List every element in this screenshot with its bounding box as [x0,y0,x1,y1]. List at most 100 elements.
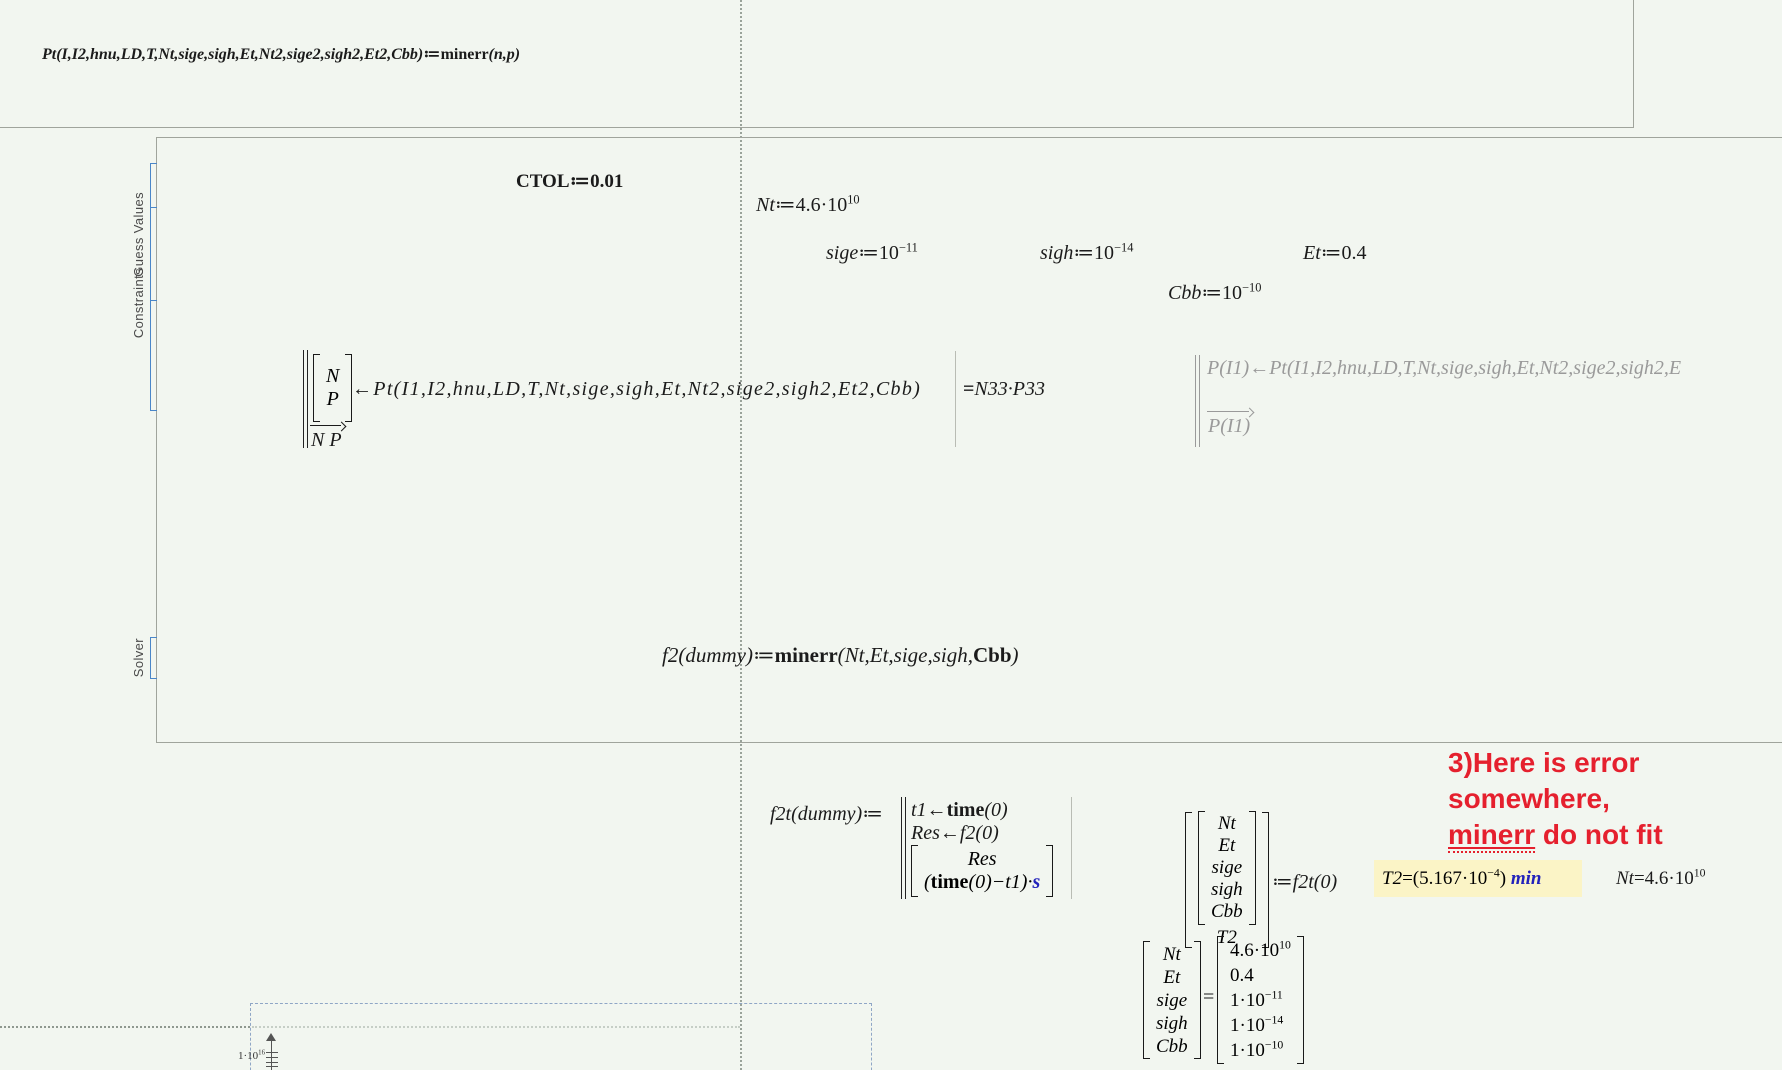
plot-y-axis[interactable] [271,1037,272,1070]
guess-sigh[interactable]: sigh≔10−14 [1040,240,1133,265]
disabled-expression-line1[interactable]: P(I1)←Pt(I1,I2,hnu,LD,T,Nt,sige,sigh,Et,… [1207,357,1681,380]
minerr-underlined: minerr [1448,819,1536,853]
expr: t1← [911,799,947,821]
var-name: Cbb [1168,282,1202,304]
bracket-left [1185,812,1192,948]
t2-result-highlighted[interactable]: T2=(5.167·10−4) min [1374,860,1582,897]
value: =4.6·10 [1633,868,1694,889]
vectorize-expr: N P [311,429,342,451]
error-annotation[interactable]: 3)Here is error somewhere, minerr do not… [1448,745,1663,853]
vector-row: Res [967,848,997,870]
minutes-unit: min [1510,867,1542,889]
np-vector[interactable]: N P [313,354,353,422]
constraint-expression: ←Pt(I1,I2,hnu,LD,T,Nt,sige,sigh,Et,Nt2,s… [352,378,922,400]
section-label-constraints: Constraints [131,268,146,339]
solver-minerr-expression[interactable]: f2(dummy)≔minerr(Nt,Et,sige,sigh,Cbb) [662,643,1019,668]
nt-result[interactable]: Nt=4.6·1010 [1616,867,1706,890]
result-vector-lhs[interactable]: Nt Et sige sigh Cbb [1143,941,1201,1059]
region-separator-line [1071,797,1072,899]
disabled-text: P(I1)←Pt(I1,I2,hnu,LD,T,Nt,sige,sigh,Et,… [1207,357,1682,379]
disabled-expression-line2[interactable]: P(I1) [1207,410,1253,438]
exponent: −4 [1487,866,1500,880]
bracket-tick [150,637,157,638]
vectorize-np[interactable]: N P [310,424,345,452]
guess-nt[interactable]: Nt≔4.6·1010 [756,192,860,217]
annotation-line: somewhere, [1448,783,1610,814]
mantissa: 1·10 [1230,1039,1265,1061]
value-row: 4.6·1010 [1230,938,1291,963]
page-break-horizontal-line-light [252,1026,740,1028]
var-name: T2 [1382,867,1403,889]
result-vector-values[interactable]: 4.6·1010 0.4 1·10−11 1·10−14 1·10−10 [1217,936,1304,1064]
bracket-right [1046,845,1054,897]
constraint-result[interactable]: =N33·P33 [963,378,1045,401]
vectorize-arrow: N P [310,424,345,452]
mantissa: 4.6·10 [1230,939,1280,961]
result-expression: N33·P33 [974,378,1045,400]
guess-et[interactable]: Et≔0.4 [1303,240,1366,265]
f2t-assign-rhs[interactable]: ≔f2t(0) [1272,869,1337,894]
f2t-assign-vector-inner: Nt Et sige sigh Cbb [1198,811,1256,925]
close-paren: ) [1499,867,1507,889]
value: =(5.167·10 [1402,867,1488,889]
equals-sign: = [1203,986,1214,1009]
vector-row: sigh [1156,1012,1188,1034]
plot-y-axis-tick-label: 1·1016 [238,1049,265,1062]
solver-section-bracket [150,637,151,678]
annotation-line: 3)Here is error [1448,747,1640,778]
region-separator-line [955,351,956,447]
vector-row: Et [1218,835,1236,856]
guess-cbb[interactable]: Cbb≔10−10 [1168,280,1261,305]
tick-exponent: 16 [258,1049,265,1057]
close-paren: ) [1011,643,1019,667]
expr: (0) [984,799,1008,821]
expr: (0)−t1)· [968,871,1033,893]
t2-result-text: T2=(5.167·10−4) min [1382,866,1542,890]
expr: Res←f2(0) [911,822,999,844]
open-paren: ( [924,871,931,893]
bracket-right [1261,812,1269,948]
value: ≔10 [1201,282,1243,304]
bracket-left [1143,941,1150,1059]
program-bar-disabled [1195,355,1200,447]
bracket-left [1198,811,1205,925]
f2t-row2[interactable]: Res←f2(0) [911,822,999,845]
formula-lhs: Pt(I,I2,hnu,LD,T,Nt,sige,sigh,Et,Nt2,sig… [42,46,441,63]
mantissa: 1·10 [1230,989,1265,1011]
formula-pt-definition[interactable]: Pt(I,I2,hnu,LD,T,Nt,sige,sigh,Et,Nt2,sig… [42,44,520,64]
vectorize-arrow: P(I1) [1207,410,1253,438]
bracket-right [1193,941,1201,1059]
exponent: 10 [1279,938,1291,952]
var-name: sige [826,242,859,264]
exponent: −10 [1264,1038,1284,1052]
value: ≔10 [858,242,899,264]
section-label-guess-values: Guess Values [131,192,146,277]
f2t-assign-vector-outer[interactable]: Nt Et sige sigh Cbb T2 [1185,811,1269,948]
axis-tick [266,1057,278,1058]
equals-sign: = [963,378,975,400]
f2t-result-vector[interactable]: Res (time(0)−t1)·s [911,845,1054,897]
expr: ≔f2t(0) [1272,871,1338,893]
f2t-lhs[interactable]: f2t(dummy)≔ [770,801,883,826]
program-bar [303,350,308,448]
annotation-text: do not fit [1535,819,1663,850]
bracket-tick [150,678,157,679]
exponent: −14 [1114,240,1134,255]
value-row: 1·10−10 [1230,1038,1283,1063]
vector-row: Cbb [1156,1035,1188,1057]
plot-region-selection[interactable] [250,1003,872,1070]
exponent: −11 [898,240,918,255]
guess-sige[interactable]: sige≔10−11 [826,240,918,265]
constraint-rhs[interactable]: ←Pt(I1,I2,hnu,LD,T,Nt,sige,sigh,Et,Nt2,s… [352,378,921,401]
vector-row: Nt [1217,813,1236,834]
equals: = [1203,986,1215,1008]
f2t-row1[interactable]: t1←time(0) [911,799,1008,822]
minerr-function: minerr [440,46,489,63]
ctol-value: ≔0.01 [569,171,624,192]
ctol-definition[interactable]: CTOL≔0.01 [516,170,623,193]
vector-row: (time(0)−t1)·s [924,871,1040,894]
solve-block-region[interactable] [156,137,1782,743]
bracket-tick [150,207,157,208]
vector-row: sige [1211,857,1243,878]
